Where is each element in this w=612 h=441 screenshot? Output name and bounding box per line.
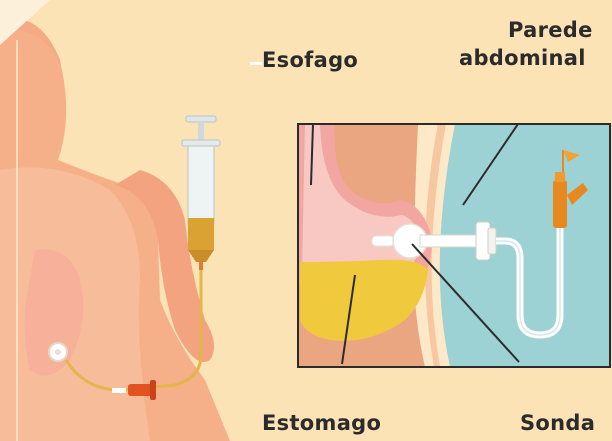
label-abdominal: abdominal	[459, 48, 586, 69]
cross-section-panel	[298, 124, 610, 367]
label-parede: Parede	[508, 20, 593, 41]
label-dash	[250, 62, 262, 65]
label-sonda: Sonda	[520, 413, 595, 434]
label-esofago: Esofago	[262, 50, 358, 71]
label-estomago: Estomago	[262, 413, 381, 434]
